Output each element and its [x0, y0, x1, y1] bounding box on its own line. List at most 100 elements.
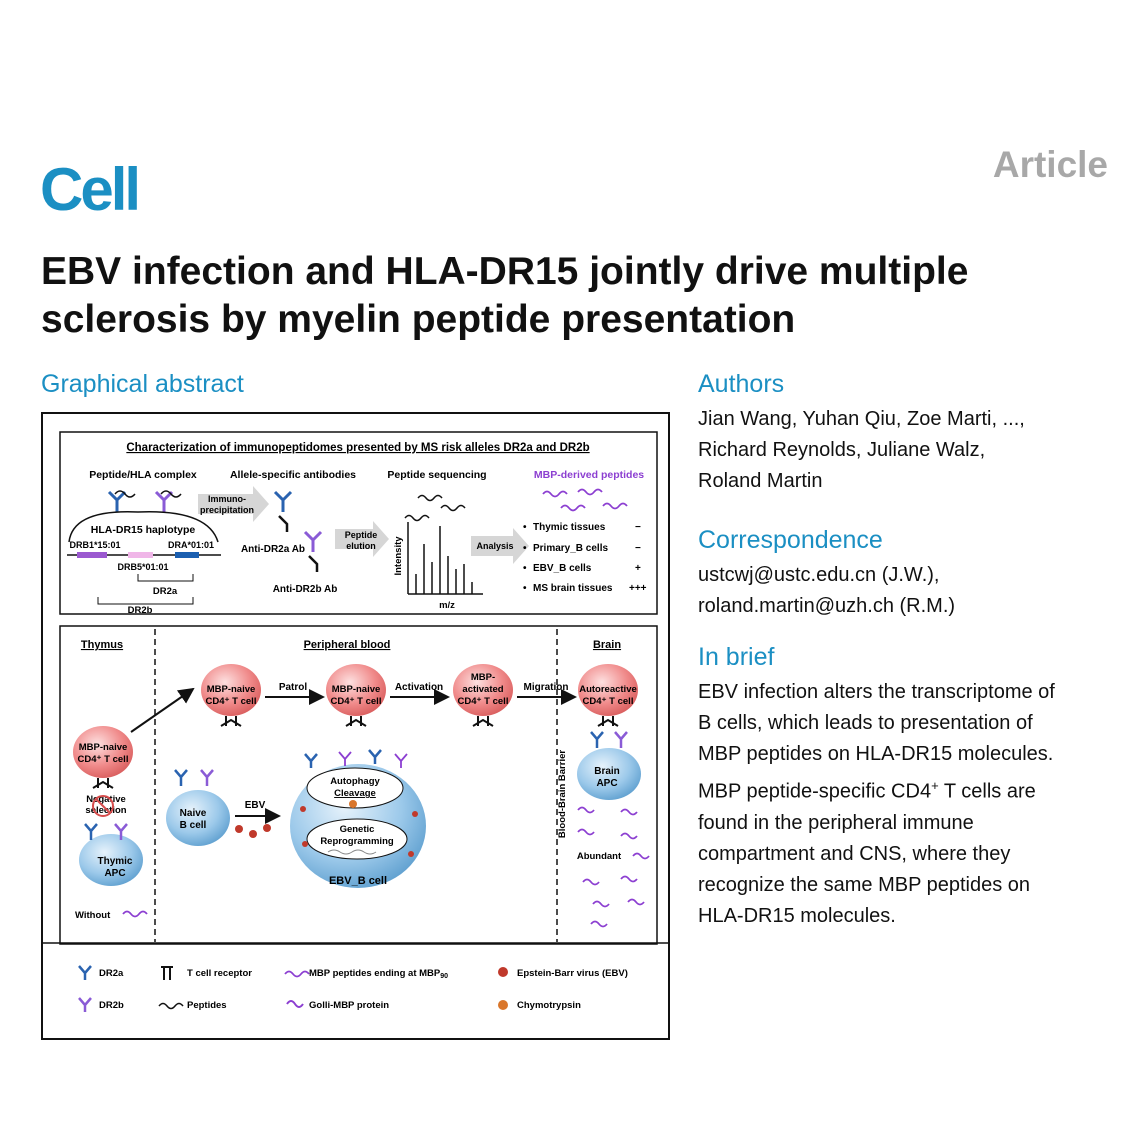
journal-logo: Cell [40, 156, 141, 223]
thymic-apc [79, 834, 143, 886]
legend: DR2a DR2b T cell receptor Peptides MBP p… [78, 965, 628, 1012]
svg-text:•: • [523, 522, 527, 533]
tissue-name: Primary_B cells [533, 543, 608, 554]
hla-dr2a-icon [107, 490, 136, 512]
col-peptide-sequencing: Peptide sequencing [387, 469, 486, 481]
cell-label: Thymic [97, 856, 132, 867]
tissue-level: − [635, 522, 641, 533]
thymus-t-cell [73, 726, 133, 778]
mz-axis-label: m/z [439, 600, 455, 611]
dr2b-span-label: DR2b [128, 605, 153, 616]
cell-label: activated [462, 684, 503, 695]
authors-list: Jian Wang, Yuhan Qiu, Zoe Marti, ..., Ri… [698, 404, 1025, 497]
brief-line: MBP peptides on HLA-DR15 molecules. [698, 743, 1054, 765]
brain-apc [577, 748, 641, 800]
drb5-label: DRB5*01:01 [117, 562, 168, 572]
brain-hla-icons [590, 731, 628, 748]
author-line: Richard Reynolds, Juliane Walz, [698, 439, 986, 461]
migration-label: Migration [524, 682, 569, 693]
cell-label: B cell [180, 820, 207, 831]
brain-heading: Brain [593, 639, 621, 651]
legend-peptides: Peptides [187, 1000, 227, 1011]
cell-label: EBV_B cell [329, 875, 387, 887]
ebv-hla-mbp [304, 749, 408, 768]
analysis-label: Analysis [476, 541, 513, 551]
cell-label: CD4⁺ T cell [458, 696, 509, 707]
blood-brain-barrier-label: Blood-Brain Barrier [557, 750, 568, 838]
mbp-activated-t-cell [453, 664, 513, 716]
col-mbp-peptides: MBP-derived peptides [534, 469, 644, 481]
legend-ebv: Epstein-Barr virus (EBV) [517, 968, 628, 979]
correspondence-heading: Correspondence [698, 526, 883, 554]
legend-mbp-ending: MBP peptides ending at MBP90 [309, 968, 448, 980]
graphical-abstract-frame: Characterization of immunopeptidomes pre… [41, 412, 670, 1040]
svg-text:•: • [523, 543, 527, 554]
tissue-list: • Thymic tissues − • Primary_B cells − • EBV_… [523, 522, 647, 594]
author-line: Roland Martin [698, 470, 823, 492]
in-brief-heading: In brief [698, 643, 775, 671]
cell-label: CD4⁺ T cell [78, 754, 129, 765]
thymic-hla-icons [84, 823, 128, 840]
autoreactive-t-cell [578, 664, 638, 716]
legend-dr2b: DR2b [99, 1000, 124, 1011]
patrol-label: Patrol [279, 682, 308, 693]
intensity-axis-label: Intensity [393, 536, 404, 576]
ebv-particles [300, 806, 418, 857]
cleavage-label: Cleavage [334, 788, 376, 799]
mbp-naive-t-cell [201, 664, 261, 716]
autophagy-label: Autophagy [330, 776, 380, 787]
reprogramming-label: Reprogramming [320, 836, 394, 847]
brief-line: MBP peptide-specific CD4+ T cells are [698, 778, 1036, 803]
top-panel-title: Characterization of immunopeptidomes pre… [126, 442, 589, 454]
brief-line: EBV infection alters the transcriptome o… [698, 681, 1055, 703]
mbp-peptide-squiggles [542, 488, 628, 512]
elution-label-2: elution [346, 541, 376, 551]
anti-dr2a-label: Anti-DR2a Ab [241, 544, 305, 555]
haplotype-label: HLA-DR15 haplotype [91, 524, 196, 536]
authors-heading: Authors [698, 370, 785, 398]
cell-label: Brain [594, 766, 620, 777]
cell-label: CD4⁺ T cell [331, 696, 382, 707]
brief-line: compartment and CNS, where they [698, 842, 1011, 865]
elution-label-1: Peptide [345, 530, 378, 540]
cell-label: APC [596, 778, 617, 789]
tissue-level: + [635, 563, 641, 574]
negative-selection-label: Negative [86, 794, 126, 805]
genetic-label: Genetic [340, 824, 375, 835]
cell-label: Autoreactive [579, 684, 637, 695]
article-type-label: Article [992, 144, 1108, 185]
cell-label: CD4⁺ T cell [206, 696, 257, 707]
mass-spectrum [407, 522, 483, 595]
hla-dr2b-icon [154, 490, 182, 512]
tissue-name: MS brain tissues [533, 583, 613, 594]
top-panel [59, 431, 658, 615]
legend-tcr: T cell receptor [187, 968, 252, 979]
mbp-naive-t-cell-2 [326, 664, 386, 716]
author-line: Jian Wang, Yuhan Qiu, Zoe Marti, ..., [698, 408, 1025, 430]
email-link[interactable]: ustcwj@ustc.edu.cn (J.W.), [698, 564, 940, 586]
svg-text:•: • [523, 563, 527, 574]
autophagy-compartment [306, 767, 404, 809]
svg-text:•: • [523, 583, 527, 594]
tissue-name: Thymic tissues [533, 522, 606, 533]
peptide-squiggles [404, 494, 466, 522]
cell-label: MBP-naive [207, 684, 256, 695]
thymus-heading: Thymus [81, 639, 123, 651]
activation-label: Activation [395, 682, 443, 693]
naive-b-cell [166, 790, 230, 846]
anti-dr2b-label: Anti-DR2b Ab [273, 584, 338, 595]
email-link[interactable]: roland.martin@uzh.ch (R.M.) [698, 595, 956, 617]
tissue-name: EBV_B cells [533, 563, 592, 574]
cell-label: Naive [180, 808, 207, 819]
abundant-mbp-peptides [577, 806, 650, 928]
graphical-abstract-heading: Graphical abstract [41, 370, 244, 398]
ebv-virus-icon [498, 967, 508, 977]
tissue-level: − [635, 543, 641, 554]
immuno-label: Immuno- [208, 494, 246, 504]
cell-label: APC [104, 868, 125, 879]
naive-b-hla-icons [174, 769, 214, 786]
drb1-label: DRB1*15:01 [69, 540, 120, 550]
chymotrypsin-icon [349, 800, 357, 808]
blocked-icon [92, 795, 114, 817]
cell-label: MBP-naive [332, 684, 381, 695]
